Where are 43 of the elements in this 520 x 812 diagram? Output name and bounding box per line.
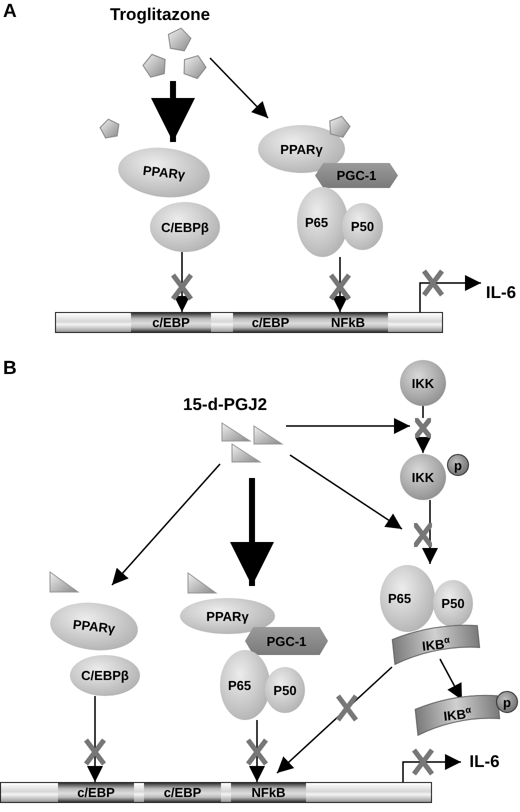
binding-site: NFkB — [231, 783, 306, 802]
protein-ellipse: P65 — [380, 565, 435, 632]
arrow — [111, 464, 221, 586]
protein-ellipse: P50 — [342, 203, 383, 250]
phosphate-circle: p — [496, 691, 518, 713]
arrow — [290, 454, 402, 530]
arrow — [230, 478, 274, 586]
arrow — [286, 418, 410, 434]
protein-ellipse: P65 — [297, 187, 348, 257]
dna-bar — [55, 312, 443, 333]
panel-label: A — [3, 1, 17, 23]
protein-ellipse: P50 — [433, 580, 473, 627]
protein-ellipse: P65 — [220, 650, 270, 720]
binding-site: c/EBP — [233, 313, 308, 332]
arrow — [209, 57, 269, 119]
protein-label: IKB$^{α}$ — [442, 704, 472, 724]
dna-bar — [0, 782, 432, 803]
gene-label: IL-6 — [462, 752, 507, 772]
kinase-circle: IKK — [400, 360, 446, 406]
binding-site: NFkB — [308, 313, 388, 332]
arrow — [419, 275, 481, 312]
phosphate-circle: p — [447, 454, 469, 476]
arrow — [415, 437, 431, 453]
panel-label: B — [3, 358, 17, 380]
protein-ellipse: C/EBPβ — [70, 655, 140, 696]
arrow — [151, 81, 195, 142]
arrow — [422, 500, 438, 564]
arrow — [402, 754, 461, 782]
compound-label: Troglitazone — [110, 5, 210, 25]
arrow — [87, 696, 103, 782]
arrow — [249, 720, 265, 782]
protein-label: IKB$^{α}$ — [421, 634, 451, 654]
compound-label: 15-d-PGJ2 — [183, 395, 268, 415]
kinase-circle: IKK — [400, 454, 446, 500]
protein-ellipse: P50 — [265, 667, 305, 713]
binding-site: c/EBP — [144, 783, 221, 802]
protein-ellipse: PPARγ — [180, 598, 275, 634]
arrow — [174, 252, 190, 312]
binding-site: c/EBP — [131, 313, 211, 332]
protein-ellipse: C/EBPβ — [150, 202, 220, 252]
gene-label: IL-6 — [482, 283, 520, 303]
arrow — [276, 666, 392, 774]
binding-site: c/EBP — [58, 783, 134, 802]
